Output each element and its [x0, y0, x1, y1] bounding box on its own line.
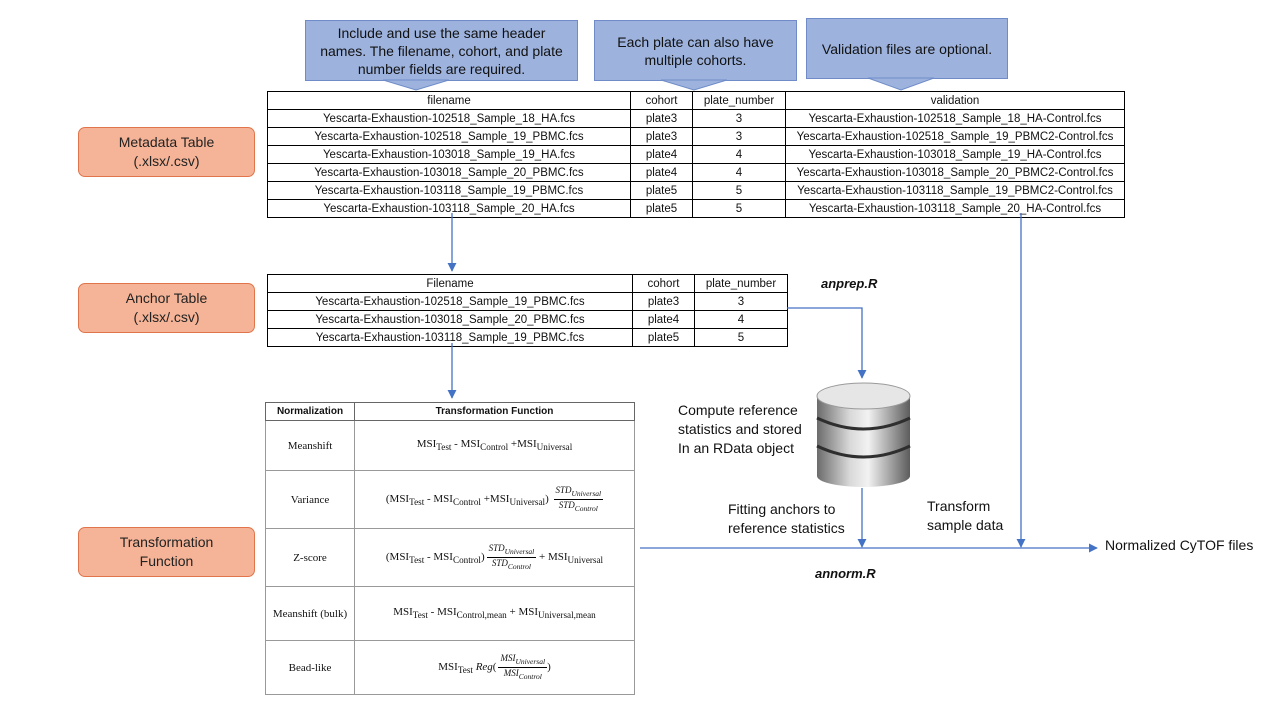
column-header: validation	[785, 91, 1125, 110]
note-line: statistics and stored	[678, 421, 802, 437]
table-row: Yescarta-Exhaustion-103118_Sample_19_PBM…	[267, 328, 788, 347]
table-row: Yescarta-Exhaustion-103018_Sample_20_PBM…	[267, 310, 788, 329]
table-row: Yescarta-Exhaustion-103118_Sample_20_HA.…	[267, 199, 1125, 218]
callout-line: Validation files are optional.	[821, 40, 993, 57]
method-name: Meanshift (bulk)	[265, 586, 355, 641]
column-header: plate_number	[694, 274, 788, 293]
cell: Yescarta-Exhaustion-103018_Sample_20_PBM…	[785, 163, 1125, 182]
cell: plate4	[630, 163, 693, 182]
cell: Yescarta-Exhaustion-103118_Sample_20_HA-…	[785, 199, 1125, 218]
callout-line: Each plate can also have	[617, 33, 774, 50]
label-line: Function	[139, 553, 194, 569]
table-header-row: Filename cohort plate_number	[267, 274, 788, 293]
cell: Yescarta-Exhaustion-103018_Sample_20_PBM…	[267, 310, 633, 329]
normalization-table: Normalization Transformation Function Me…	[265, 402, 635, 695]
table-row: Meanshift (bulk) MSITest - MSIControl,me…	[265, 586, 635, 641]
anchor-table: Filename cohort plate_number Yescarta-Ex…	[267, 274, 788, 347]
normalized-output-label: Normalized CyTOF files	[1105, 537, 1254, 553]
formula-meanshift: MSITest - MSIControl +MSIUniversal	[354, 420, 635, 471]
table-row: Yescarta-Exhaustion-102518_Sample_18_HA.…	[267, 109, 1125, 128]
anprep-script-label: anprep.R	[821, 276, 878, 291]
fitting-anchors-note: Fitting anchors to reference statistics	[728, 500, 845, 538]
metadata-table-label: Metadata Table (.xlsx/.csv)	[78, 127, 255, 177]
cell: Yescarta-Exhaustion-103118_Sample_19_PBM…	[267, 328, 633, 347]
callout-header-names: Include and use the same header names. T…	[305, 20, 578, 81]
note-line: In an RData object	[678, 440, 794, 456]
database-icon	[816, 382, 911, 487]
label-line: Metadata Table	[118, 134, 215, 150]
cell: plate5	[630, 199, 693, 218]
cell: Yescarta-Exhaustion-103118_Sample_19_PBM…	[785, 181, 1125, 200]
label-line: Anchor Table	[125, 290, 208, 306]
method-name: Bead-like	[265, 640, 355, 695]
note-line: Fitting anchors to	[728, 501, 836, 517]
callout-pointer	[660, 79, 728, 91]
method-name: Z-score	[265, 528, 355, 587]
anchor-table-label: Anchor Table (.xlsx/.csv)	[78, 283, 255, 333]
callout-line: Include and use the same header	[337, 24, 546, 41]
metadata-table: filename cohort plate_number validation …	[267, 91, 1125, 218]
annorm-script-label: annorm.R	[815, 566, 876, 581]
cell: plate3	[632, 292, 695, 311]
transformation-function-label: Transformation Function	[78, 527, 255, 577]
note-line: Compute reference	[678, 402, 798, 418]
callout-line: multiple cohorts.	[644, 51, 747, 68]
cell: Yescarta-Exhaustion-103118_Sample_20_HA.…	[267, 199, 631, 218]
callout-line: number fields are required.	[357, 60, 526, 77]
callout-pointer	[867, 77, 935, 91]
table-row: Z-score (MSITest - MSIControl)STDUnivers…	[265, 528, 635, 587]
table-row: Yescarta-Exhaustion-102518_Sample_19_PBM…	[267, 127, 1125, 146]
note-line: reference statistics	[728, 520, 845, 536]
cell: Yescarta-Exhaustion-103018_Sample_19_HA-…	[785, 145, 1125, 164]
column-header: cohort	[630, 91, 693, 110]
callout-line: names. The filename, cohort, and plate	[320, 42, 563, 59]
cell: plate4	[632, 310, 695, 329]
label-line: (.xlsx/.csv)	[133, 309, 200, 325]
method-name: Meanshift	[265, 420, 355, 471]
formula-meanshift-bulk: MSITest - MSIControl,mean + MSIUniversal…	[354, 586, 635, 641]
table-row: Yescarta-Exhaustion-103018_Sample_20_PBM…	[267, 163, 1125, 182]
formula-variance: (MSITest - MSIControl +MSIUniversal) STD…	[354, 470, 635, 529]
callout-pointer	[382, 79, 450, 91]
label-line: (.xlsx/.csv)	[133, 153, 200, 169]
note-line: sample data	[927, 517, 1004, 533]
cell: 5	[694, 328, 788, 347]
table-row: Yescarta-Exhaustion-102518_Sample_19_PBM…	[267, 292, 788, 311]
callout-cohorts: Each plate can also have multiple cohort…	[594, 20, 797, 81]
label-line: Transformation	[119, 534, 214, 550]
arrow-anchor-to-database	[787, 307, 867, 379]
callout-validation: Validation files are optional.	[806, 18, 1008, 79]
cell: 5	[692, 199, 786, 218]
table-row: Yescarta-Exhaustion-103018_Sample_19_HA.…	[267, 145, 1125, 164]
compute-statistics-note: Compute reference statistics and stored …	[678, 401, 802, 458]
table-row: Yescarta-Exhaustion-103118_Sample_19_PBM…	[267, 181, 1125, 200]
table-row: Meanshift MSITest - MSIControl +MSIUnive…	[265, 420, 635, 471]
cell: plate5	[630, 181, 693, 200]
note-line: Transform	[927, 498, 991, 514]
transform-sample-note: Transform sample data	[927, 497, 1003, 535]
